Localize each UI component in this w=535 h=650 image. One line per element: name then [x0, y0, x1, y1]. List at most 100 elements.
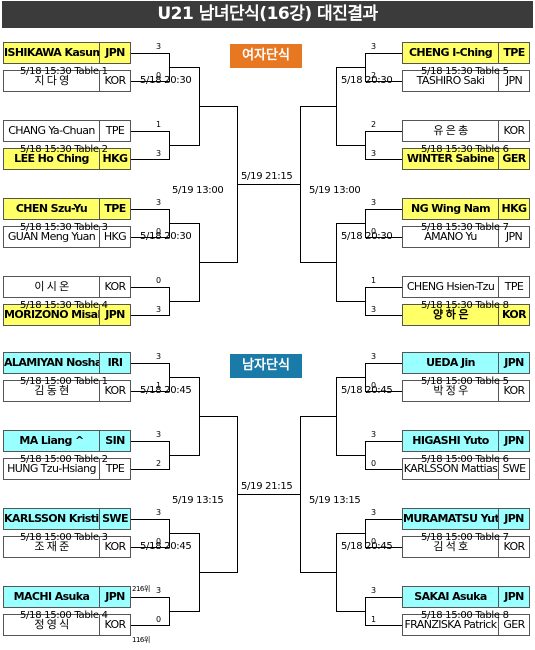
- bracket-line: [169, 301, 199, 302]
- bracket-line: [131, 363, 169, 364]
- score: 0: [371, 381, 377, 390]
- player-country: SWE: [102, 512, 128, 525]
- score: 0: [156, 276, 162, 285]
- bracket-line: [169, 377, 199, 378]
- bracket-line: [365, 469, 402, 470]
- bracket-line: [336, 377, 365, 378]
- bracket-line: [365, 315, 402, 316]
- bracket-line: [131, 315, 169, 316]
- bracket-line: [169, 611, 199, 612]
- section-banner-women: 여자단식: [230, 44, 302, 68]
- bracket-line: [365, 287, 366, 316]
- player-country: JPN: [504, 590, 524, 603]
- match-info: 5/18 15:30 Table 6: [421, 144, 509, 155]
- bracket-line: [365, 131, 366, 160]
- bracket-line: [336, 611, 365, 612]
- player-name: MA Liang ^: [4, 431, 100, 451]
- score: 1: [156, 120, 162, 129]
- bracket-line: [365, 441, 402, 442]
- player-country: GER: [503, 618, 525, 631]
- match-info: 5/18 15:00 Table 3: [20, 532, 108, 543]
- match-info: 5/18 15:00 Table 5: [421, 376, 509, 387]
- sf-time: 5/19 13:15: [172, 495, 224, 506]
- match-info: 5/18 15:00 Table 1: [20, 376, 108, 387]
- score: 3: [371, 198, 377, 207]
- player-row: 김 동 현 KOR: [3, 380, 131, 402]
- player-country: IRI: [107, 356, 123, 369]
- bracket-line: [365, 209, 366, 238]
- player-country: JPN: [105, 308, 125, 321]
- player-name: KARLSSON Kristian: [4, 509, 100, 529]
- qf-time: 5/18 20:30: [140, 75, 192, 86]
- sf-time: 5/19 13:00: [309, 185, 361, 196]
- bracket-line: [199, 416, 237, 417]
- player-name: ALAMIYAN Noshad: [4, 353, 100, 373]
- player-country: JPN: [504, 356, 524, 369]
- score: 3: [371, 352, 377, 361]
- player-name: HIGASHI Yuto: [403, 431, 499, 451]
- score: 1: [156, 381, 162, 390]
- score: 3: [371, 430, 377, 439]
- sf-time: 5/19 13:15: [309, 495, 361, 506]
- bracket-line: [336, 223, 365, 224]
- player-name: WINTER Sabine: [403, 149, 499, 169]
- score: 3: [156, 198, 162, 207]
- match-info: 5/18 15:00 Table 2: [20, 454, 108, 465]
- player-country: HKG: [103, 230, 127, 243]
- player-country: KOR: [104, 280, 126, 293]
- bracket-line: [131, 391, 169, 392]
- score: 3: [156, 508, 162, 517]
- player-row: ALAMIYAN Noshad IRI: [3, 352, 131, 374]
- bracket-line: [169, 145, 199, 146]
- bracket-line: [300, 572, 336, 573]
- bracket-line: [237, 494, 300, 495]
- bracket-line: [169, 223, 199, 224]
- bracket-line: [336, 67, 365, 68]
- bracket-line: [365, 519, 402, 520]
- player-name: GUAN Meng Yuan: [4, 227, 100, 247]
- score: 2: [156, 459, 162, 468]
- player-country: KOR: [104, 384, 126, 397]
- score: 0: [156, 615, 162, 624]
- player-country: TPE: [504, 280, 524, 293]
- player-row: MORIZONO Misaki JPN: [3, 304, 131, 326]
- player-name: KARLSSON Mattias: [403, 459, 499, 479]
- player-country: JPN: [105, 590, 125, 603]
- player-country: KOR: [104, 540, 126, 553]
- bracket-line: [237, 184, 300, 185]
- score: 2: [371, 120, 377, 129]
- bracket-line: [131, 441, 169, 442]
- player-name: TASHIRO Saki: [403, 71, 499, 91]
- player-country: KOR: [501, 308, 527, 321]
- player-name: 김 동 현: [4, 381, 100, 401]
- player-name: 정 영 식: [4, 615, 100, 635]
- player-name: SAKAI Asuka: [403, 587, 499, 607]
- match-info: 5/18 15:30 Table 7: [421, 222, 509, 233]
- match-info: 5/18 15:30 Table 8: [421, 300, 509, 311]
- player-name: MORIZONO Misaki: [4, 305, 100, 325]
- score: 3: [156, 352, 162, 361]
- player-country: TPE: [104, 202, 126, 215]
- bracket-line: [365, 391, 402, 392]
- bracket-line: [300, 262, 336, 263]
- bracket-line: [199, 572, 237, 573]
- score: 3: [371, 149, 377, 158]
- bracket-line: [131, 159, 169, 160]
- player-name: CHENG I-Ching: [403, 43, 499, 63]
- score: 0: [371, 227, 377, 236]
- match-info: 5/18 15:00 Table 4: [20, 610, 108, 621]
- player-country: TPE: [503, 46, 525, 59]
- player-country: TPE: [105, 462, 125, 475]
